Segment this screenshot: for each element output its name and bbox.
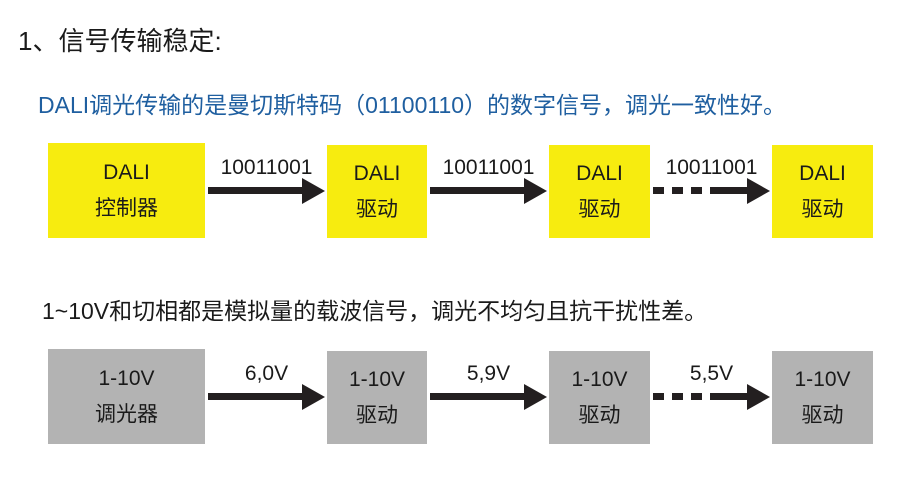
analog-node-driver-1: 1-10V 驱动 — [327, 351, 427, 444]
dali-arrow-3 — [653, 178, 770, 204]
analog-arrow-3-label: 5,5V — [689, 362, 734, 385]
analog-node-driver-3: 1-10V 驱动 — [772, 351, 873, 444]
analog-node-driver-1-line1: 1-10V — [348, 367, 406, 391]
analog-arrow-3-head — [747, 384, 770, 410]
dali-node-controller-line2: 控制器 — [95, 196, 158, 220]
dali-node-driver-3-line1: DALI — [799, 161, 846, 185]
analog-node-dimmer: 1-10V 调光器 — [48, 349, 205, 444]
analog-node-dimmer-line2: 调光器 — [95, 402, 158, 426]
analog-arrow-1-shaft — [208, 393, 304, 400]
analog-node-driver-2-line1: 1-10V — [571, 367, 628, 391]
analog-node-driver-2-line2: 驱动 — [578, 403, 621, 427]
dali-arrow-2-shaft — [430, 187, 526, 194]
dali-arrow-3-shaft-solid — [717, 187, 748, 194]
dali-arrow-2 — [430, 178, 547, 204]
analog-description: 1~10V和切相都是模拟量的载波信号，调光不均匀且抗干扰性差。 — [42, 298, 708, 324]
analog-arrow-2 — [430, 384, 547, 410]
dali-node-driver-3: DALI 驱动 — [772, 145, 873, 238]
dali-node-controller-line1: DALI — [103, 160, 150, 184]
dali-arrow-2-label: 10011001 — [442, 156, 535, 179]
dali-arrow-3-shaft — [653, 187, 717, 194]
dali-arrow-3-label: 10011001 — [665, 156, 758, 179]
dali-node-driver-2-line1: DALI — [576, 161, 623, 185]
analog-arrow-3 — [653, 384, 770, 410]
page-title: 1、信号传输稳定: — [18, 26, 222, 56]
dali-arrow-1-shaft — [208, 187, 304, 194]
dali-node-driver-2: DALI 驱动 — [549, 145, 650, 238]
analog-arrow-2-head — [524, 384, 547, 410]
analog-arrow-2-label: 5,9V — [466, 362, 511, 385]
analog-node-driver-3-line2: 驱动 — [801, 403, 844, 427]
dali-arrow-1-label: 10011001 — [220, 156, 313, 179]
analog-node-driver-2: 1-10V 驱动 — [549, 351, 650, 444]
analog-node-driver-3-line1: 1-10V — [794, 367, 851, 391]
analog-arrow-3-shaft — [653, 393, 717, 400]
analog-arrow-2-shaft — [430, 393, 526, 400]
analog-arrow-1-label: 6,0V — [244, 362, 289, 385]
dali-node-driver-2-line2: 驱动 — [578, 197, 621, 221]
analog-node-driver-1-line2: 驱动 — [356, 403, 398, 427]
dali-description: DALI调光传输的是曼切斯特码（01100110）的数字信号，调光一致性好。 — [38, 92, 787, 118]
analog-arrow-1 — [208, 384, 325, 410]
analog-node-dimmer-line1: 1-10V — [98, 366, 155, 390]
dali-node-controller: DALI 控制器 — [48, 143, 205, 238]
dali-node-driver-1-line1: DALI — [353, 161, 401, 185]
analog-arrow-1-head — [302, 384, 325, 410]
dali-node-driver-3-line2: 驱动 — [801, 197, 844, 221]
dali-arrow-3-head — [747, 178, 770, 204]
analog-arrow-3-shaft-solid — [717, 393, 748, 400]
dali-arrow-2-head — [524, 178, 547, 204]
dali-node-driver-1-line2: 驱动 — [356, 197, 398, 221]
dali-node-driver-1: DALI 驱动 — [327, 145, 427, 238]
dali-arrow-1-head — [302, 178, 325, 204]
dali-arrow-1 — [208, 178, 325, 204]
